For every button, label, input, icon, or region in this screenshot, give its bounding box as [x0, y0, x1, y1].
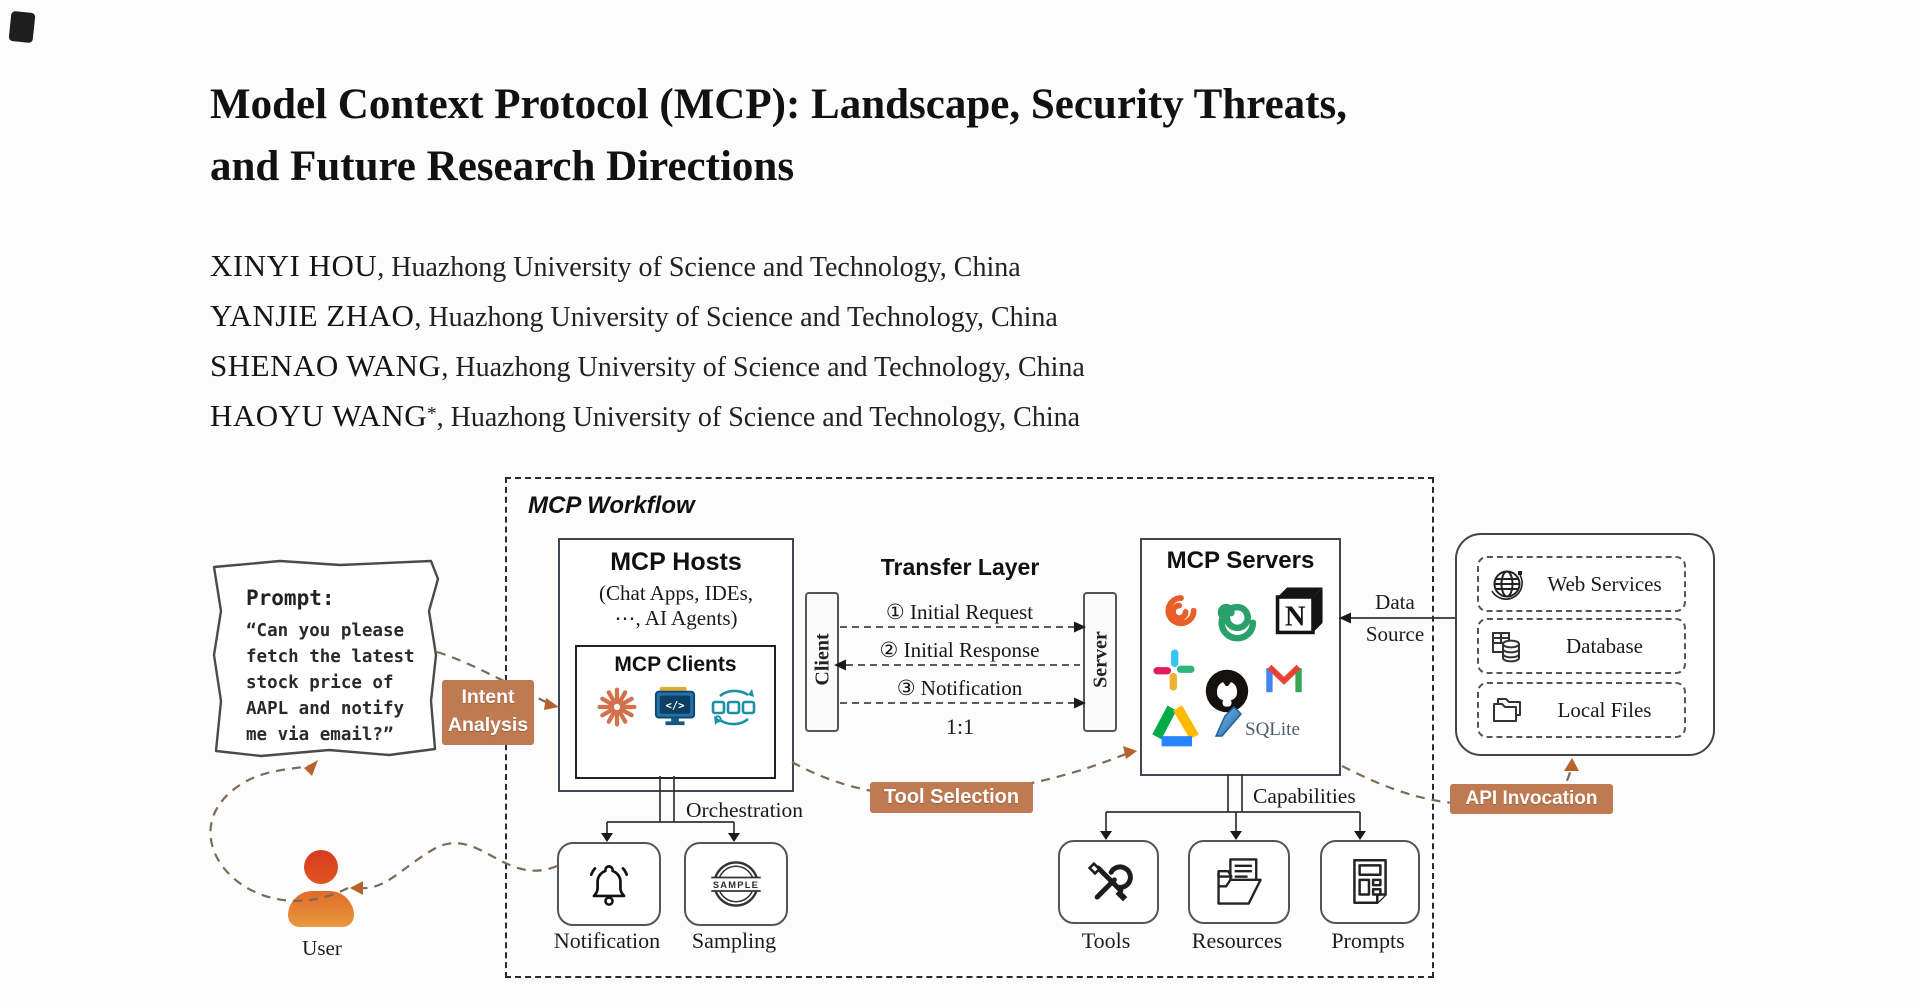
web-services-label: Web Services	[1547, 571, 1662, 596]
workflow-cycle-icon	[711, 685, 757, 729]
transfer-step-2: ② Initial Response	[879, 638, 1040, 662]
mcp-clients-box: MCP Clients </>	[575, 645, 776, 779]
code-editor-icon: </>	[652, 685, 698, 729]
sampling-label: Sampling	[691, 928, 777, 953]
transfer-step-1: ① Initial Request	[885, 600, 1034, 624]
api-invocation-badge: API Invocation	[1450, 784, 1613, 814]
sqlite-logo: SQLite	[1212, 702, 1322, 744]
mcp-servers-title: MCP Servers	[1166, 547, 1315, 574]
data-source-label-2: Source	[1365, 622, 1425, 646]
folders-icon	[1489, 692, 1525, 728]
orchestration-label: Orchestration	[686, 798, 804, 822]
sample-text: SAMPLE	[713, 880, 759, 890]
bell-icon	[559, 844, 659, 924]
transfer-ratio-label: 1:1	[945, 714, 975, 739]
claude-starburst-icon	[595, 685, 639, 729]
author-affiliation: , Huazhong University of Science and Tec…	[377, 252, 1021, 283]
database-icon	[1489, 628, 1525, 664]
title-line-1: Model Context Protocol (MCP): Landscape,…	[210, 81, 1347, 128]
sampling-box: SAMPLE	[684, 842, 788, 926]
transfer-layer-title: Transfer Layer	[880, 554, 1040, 580]
server-bar-label: Server	[1089, 631, 1112, 688]
notion-letter: N	[1285, 601, 1306, 633]
author-sup: *	[427, 403, 437, 425]
local-files-box: Local Files	[1477, 682, 1686, 738]
page-title: Model Context Protocol (MCP): Landscape,…	[210, 74, 1550, 198]
mcp-clients-title: MCP Clients	[614, 653, 737, 676]
notification-box	[557, 842, 661, 926]
local-files-label: Local Files	[1557, 697, 1652, 722]
intent-analysis-line-2: Analysis	[447, 714, 529, 736]
notion-logo: N	[1268, 582, 1328, 642]
author-row: XINYI HOU, Huazhong University of Scienc…	[210, 248, 1021, 298]
user-label: User	[302, 936, 342, 960]
slack-logo	[1152, 648, 1196, 692]
client-bar: Client	[805, 592, 839, 732]
author-name: XINYI HOU	[210, 248, 378, 283]
database-box: Database	[1477, 618, 1686, 674]
author-row: SHENAO WANG, Huazhong University of Scie…	[210, 348, 1085, 398]
mcp-workflow-label: MCP Workflow	[528, 492, 695, 519]
author-row: YANJIE ZHAO, Huazhong University of Scie…	[210, 298, 1058, 348]
mcp-hosts-subtitle-2: ⋯, AI Agents)	[614, 606, 738, 630]
tool-selection-badge: Tool Selection	[870, 782, 1033, 813]
prompt-line: “Can you please	[246, 621, 405, 641]
prompt-line: stock price of	[246, 673, 394, 693]
author-name: HAOYU WANG	[210, 398, 428, 433]
prompt-line: fetch the latest	[246, 647, 415, 667]
capabilities-label: Capabilities	[1253, 784, 1356, 808]
prompts-document-icon	[1322, 842, 1418, 922]
user-icon	[288, 850, 354, 928]
prompt-note-shape	[212, 559, 440, 758]
prompts-label: Prompts	[1331, 928, 1405, 953]
author-affiliation: , Huazhong University of Science and Tec…	[436, 402, 1081, 433]
server-bar: Server	[1083, 592, 1117, 732]
sample-stamp-icon: SAMPLE	[686, 844, 786, 924]
mcp-hosts-title: MCP Hosts	[610, 548, 742, 576]
intent-analysis-badge: Intent Analysis	[442, 680, 534, 745]
grafana-spiral-logo	[1158, 590, 1204, 636]
resources-label: Resources	[1191, 928, 1283, 953]
resources-box	[1188, 840, 1290, 924]
mcp-hosts-subtitle-1: (Chat Apps, IDEs,	[599, 581, 753, 605]
web-services-box: Web Services	[1477, 556, 1686, 612]
tools-box	[1058, 840, 1159, 924]
author-name: YANJIE ZHAO	[210, 298, 415, 333]
google-drive-logo	[1150, 700, 1202, 748]
prompt-line: me via email?”	[246, 725, 394, 745]
sqlite-text: SQLite	[1245, 719, 1300, 740]
prompt-line: AAPL and notify	[246, 699, 405, 719]
corner-mark	[8, 10, 36, 44]
transfer-step-3: ③ Notification	[896, 676, 1023, 700]
prompt-text: “Can you please fetch the latest stock p…	[246, 618, 415, 748]
prompt-heading: Prompt:	[246, 586, 335, 610]
tools-label: Tools	[1081, 928, 1131, 953]
data-source-label-1: Data	[1375, 590, 1415, 614]
author-row: HAOYU WANG*, Huazhong University of Scie…	[210, 398, 1080, 448]
resources-folder-icon	[1190, 842, 1288, 922]
globe-icon	[1489, 566, 1525, 602]
prompts-box	[1320, 840, 1420, 924]
database-label: Database	[1566, 633, 1643, 658]
gmail-logo	[1262, 658, 1306, 696]
green-spiral-logo	[1210, 598, 1262, 650]
github-logo	[1198, 662, 1256, 720]
notification-label: Notification	[553, 928, 661, 953]
title-line-2: and Future Research Directions	[210, 143, 795, 190]
intent-analysis-line-1: Intent	[461, 686, 515, 708]
author-name: SHENAO WANG	[210, 348, 442, 383]
tools-icon	[1060, 842, 1157, 922]
author-affiliation: , Huazhong University of Science and Tec…	[441, 352, 1085, 383]
client-bar-label: Client	[811, 633, 834, 686]
code-glyph: </>	[665, 700, 684, 712]
author-affiliation: , Huazhong University of Science and Tec…	[414, 302, 1058, 333]
